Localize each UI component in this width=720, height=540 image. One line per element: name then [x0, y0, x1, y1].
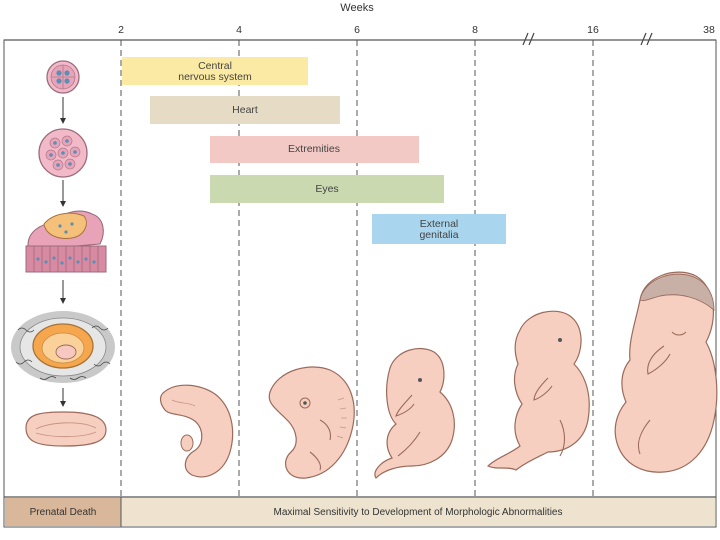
footer-row: Prenatal Death Maximal Sensitivity to De…	[4, 496, 716, 527]
tick-label-38: 38	[703, 24, 715, 36]
bar-rect	[210, 175, 444, 203]
axis-break-line	[646, 32, 653, 46]
bar-eyes: Eyes	[210, 175, 444, 203]
sensitivity-cell	[121, 498, 715, 526]
bar-rect	[210, 136, 419, 163]
tick-label-8: 8	[472, 24, 478, 36]
tick-label-2: 2	[118, 24, 124, 36]
arrow-down-icon	[60, 388, 66, 407]
tick-label-16: 16	[587, 24, 599, 36]
bar-external-genitalia: External genitalia	[372, 214, 506, 244]
embryonic-disc-icon	[25, 411, 107, 447]
arrow-down-icon	[60, 280, 66, 304]
axis-break-line	[522, 32, 529, 46]
arrow-down-icon	[60, 97, 66, 124]
embryo-week-6-icon	[374, 347, 455, 479]
embryo-week-3-icon	[159, 384, 234, 478]
bar-label-line1: Eyes	[315, 183, 338, 195]
bar-rect	[122, 57, 308, 85]
tick-label-6: 6	[354, 24, 360, 36]
blastocyst-icon	[11, 311, 115, 383]
bar-heart: Heart	[150, 96, 340, 124]
bar-extremities: Extremities	[210, 136, 419, 163]
bar-label-line1: External	[420, 218, 459, 230]
prenatal-death-label: Prenatal Death	[30, 507, 97, 518]
zygote-icon	[46, 60, 80, 94]
embryo-week-4-icon	[268, 366, 355, 479]
week-dividers	[120, 40, 594, 497]
weeks-axis-title: Weeks	[340, 2, 374, 14]
morula-icon	[38, 128, 88, 178]
fetus-week-8-icon	[486, 310, 590, 471]
bar-label-line2: nervous system	[178, 71, 252, 83]
axis-break-line	[640, 32, 647, 46]
early-stage-column	[11, 60, 115, 447]
axis-break-marks	[522, 32, 653, 46]
bar-label-line1: Extremities	[288, 143, 340, 155]
bar-label-line2: genitalia	[419, 229, 458, 241]
sensitivity-bars: Central nervous system Heart Extremities…	[122, 57, 506, 244]
implantation-icon	[25, 210, 107, 273]
bar-central-nervous-system: Central nervous system	[122, 57, 308, 85]
tick-label-4: 4	[236, 24, 242, 36]
diagram-frame	[3, 39, 717, 528]
week-ticks: 2 4 6 8 16 38	[118, 24, 715, 36]
fetus-week-16-icon	[614, 271, 718, 473]
prenatal-death-cell	[5, 498, 121, 526]
bar-rect	[372, 214, 506, 244]
axis-break-line	[528, 32, 535, 46]
sensitivity-label: Maximal Sensitivity to Development of Mo…	[273, 507, 562, 518]
bar-rect	[150, 96, 340, 124]
arrow-down-icon	[60, 180, 66, 207]
bar-label-line1: Central	[198, 60, 232, 72]
bar-label-line1: Heart	[232, 104, 258, 116]
